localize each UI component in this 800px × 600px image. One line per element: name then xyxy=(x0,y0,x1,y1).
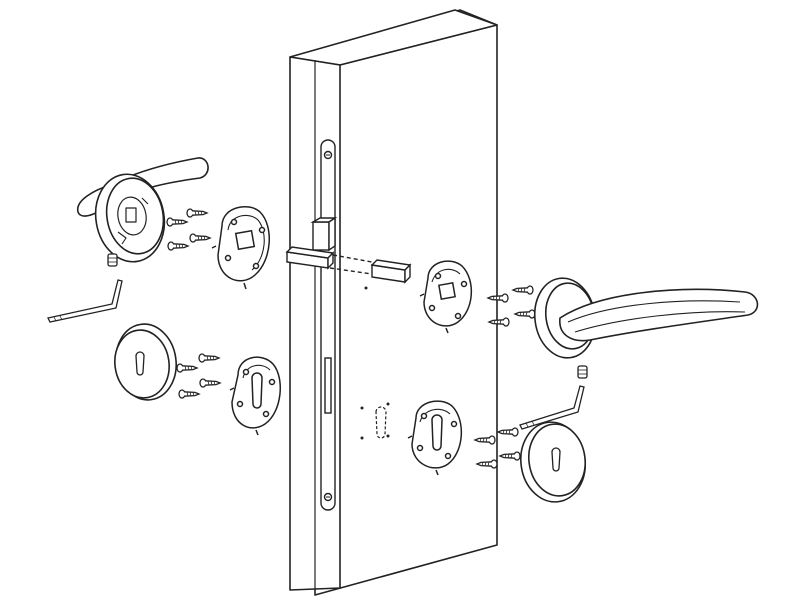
allen-key-right xyxy=(519,385,585,430)
keyhole-cutout xyxy=(375,406,387,439)
grub-screw-right xyxy=(577,365,588,379)
screw-set-rose-left xyxy=(166,208,211,251)
lever-handle-right xyxy=(533,277,759,359)
mortise-lock-case xyxy=(310,139,338,511)
lever-handle-left xyxy=(77,157,209,263)
screw xyxy=(189,233,211,243)
screw xyxy=(497,427,519,437)
key-escutcheon-cover-left xyxy=(114,323,177,401)
allen-key-left xyxy=(47,279,123,323)
screw xyxy=(199,378,221,388)
screw xyxy=(499,451,521,461)
rose-mounting-plate-right xyxy=(419,260,473,334)
screw xyxy=(512,285,534,295)
screw xyxy=(167,241,189,251)
screw xyxy=(176,363,198,373)
screw xyxy=(186,208,208,218)
screw xyxy=(178,389,200,399)
door-hole-marks xyxy=(360,286,390,440)
escutcheon-mounting-plate-right xyxy=(407,400,463,476)
rose-mounting-plate-left xyxy=(211,206,271,290)
grub-screw-left xyxy=(107,253,118,267)
screw xyxy=(514,309,536,319)
screw xyxy=(166,217,188,227)
key-escutcheon-cover-right xyxy=(520,421,586,503)
screw xyxy=(198,353,220,363)
square-spindle xyxy=(285,246,412,284)
escutcheon-mounting-plate-left xyxy=(229,356,281,436)
screw-set-escutcheon-left xyxy=(176,353,221,399)
